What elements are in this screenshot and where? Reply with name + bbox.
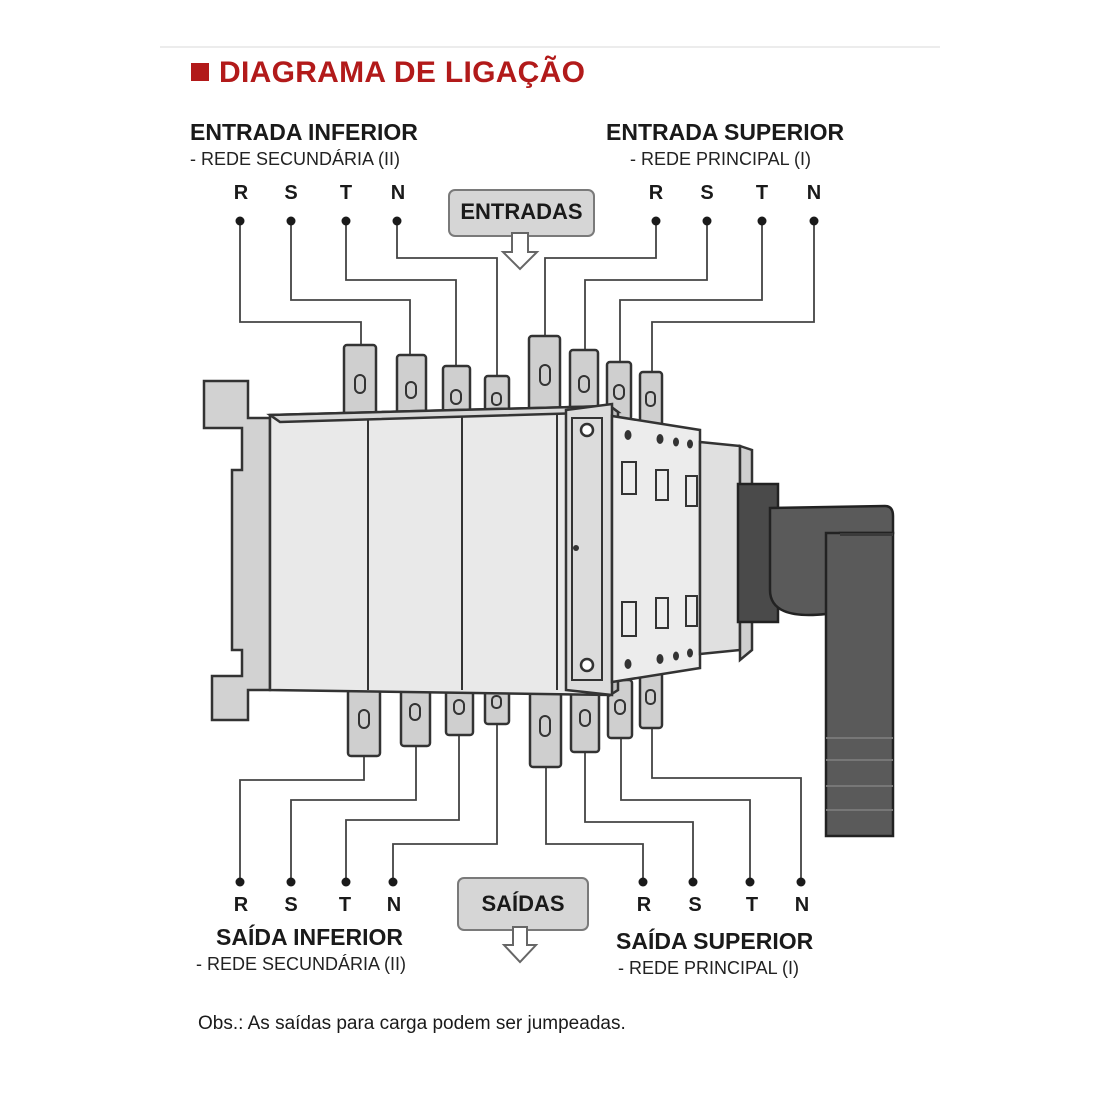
output-lower-terminal-n: N [386, 894, 402, 916]
input-lower-terminal-r: R [233, 182, 249, 204]
lower-blade-holes [358, 689, 656, 737]
blade-lower-upper-r [528, 688, 563, 769]
wire-output-lower-n [392, 723, 498, 882]
page-title: DIAGRAMA DE LIGAÇÃO [219, 56, 586, 89]
output-terminal-dots [235, 877, 806, 887]
wire-input-lower-s [290, 221, 411, 355]
input-upper-terminal-s: S [700, 182, 714, 204]
wire-input-lower-r [239, 221, 362, 345]
wire-input-lower-t [345, 221, 457, 366]
blade-lower-upper-s [569, 688, 601, 754]
input-lower-subtitle: - REDE SECUNDÁRIA (II) [190, 149, 401, 169]
output-wires [239, 723, 802, 882]
din-rail-bracket [202, 379, 272, 722]
output-upper-terminal-r: R [636, 894, 652, 916]
wire-input-upper-t [619, 221, 763, 362]
wire-output-lower-t [345, 734, 460, 882]
output-upper-title: SAÍDA SUPERIOR [616, 928, 814, 954]
title-bullet-icon [191, 63, 209, 81]
wire-output-upper-t [620, 738, 751, 882]
blade-lower-lower-r [346, 688, 382, 758]
input-terminal-dots [235, 216, 819, 226]
wire-output-upper-s [584, 752, 694, 882]
inputs-arrow-icon [500, 232, 540, 271]
wire-input-upper-s [584, 221, 708, 350]
output-lower-terminal-t: T [338, 894, 352, 916]
front-plate [564, 402, 614, 697]
note-text: Obs.: As saídas para carga podem ser jum… [198, 1013, 626, 1034]
input-lower-terminal-n: N [390, 182, 406, 204]
wire-input-upper-r [544, 221, 657, 336]
top-divider [160, 46, 940, 48]
wire-output-upper-r [545, 766, 644, 882]
operating-handle-icon [736, 482, 895, 838]
lower-terminal-blades [346, 670, 664, 769]
input-upper-subtitle: - REDE PRINCIPAL (I) [630, 149, 812, 169]
output-upper-terminal-s: S [688, 894, 702, 916]
input-upper-terminal-n: N [806, 182, 822, 204]
blade-lower-upper-n [638, 670, 664, 730]
inputs-flow-label: ENTRADAS [448, 189, 595, 237]
side-panel-holes [573, 430, 693, 669]
upper-blade-holes [354, 364, 656, 407]
output-upper-terminal-n: N [794, 894, 810, 916]
side-panel [610, 414, 754, 684]
wire-output-upper-n [651, 728, 802, 882]
blade-lower-lower-t [444, 688, 475, 737]
output-lower-terminal-s: S [284, 894, 298, 916]
input-lower-terminal-s: S [284, 182, 298, 204]
wire-output-lower-s [290, 745, 417, 882]
input-upper-title: ENTRADA SUPERIOR [606, 119, 845, 145]
wire-input-upper-n [651, 221, 815, 372]
input-upper-terminal-t: T [755, 182, 769, 204]
output-upper-subtitle: - REDE PRINCIPAL (I) [618, 958, 800, 978]
input-upper-terminal-r: R [648, 182, 664, 204]
output-lower-subtitle: - REDE SECUNDÁRIA (II) [196, 954, 407, 974]
output-upper-terminal-t: T [745, 894, 759, 916]
side-panel-slots [621, 461, 698, 637]
output-lower-title: SAÍDA INFERIOR [216, 924, 403, 950]
input-lower-title: ENTRADA INFERIOR [190, 119, 418, 145]
outputs-arrow-icon [501, 926, 539, 964]
input-wires [239, 221, 815, 376]
input-lower-terminal-t: T [339, 182, 353, 204]
blade-lower-lower-s [399, 688, 432, 748]
wire-output-lower-r [239, 755, 365, 882]
wire-input-lower-n [396, 221, 498, 376]
output-lower-terminal-r: R [233, 894, 249, 916]
blade-upper-lower-r [342, 343, 378, 422]
